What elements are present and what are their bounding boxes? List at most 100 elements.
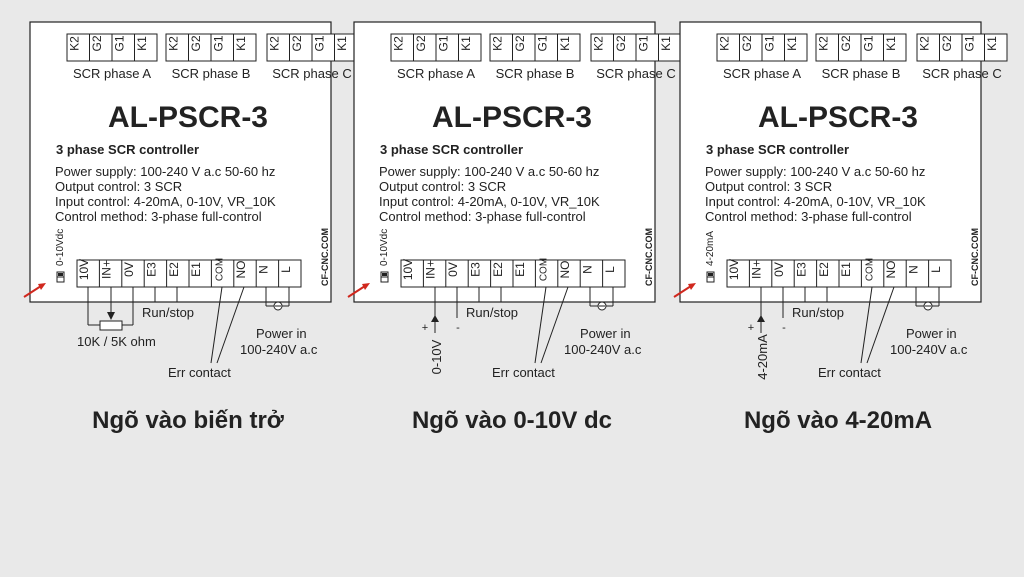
scr-phase-label: SCR phase C	[596, 66, 675, 81]
scr-terminal-label: K1	[785, 36, 799, 51]
controller-subtitle: 3 phase SCR controller	[706, 142, 849, 157]
signal-source-label: 4-20mA	[755, 334, 770, 380]
scr-phase-label: SCR phase B	[172, 66, 251, 81]
arrow-head	[38, 283, 46, 290]
arrow-shaft	[673, 285, 692, 298]
jumper-cap-icon	[382, 273, 387, 276]
wire	[860, 286, 873, 364]
scr-terminal-label: G1	[762, 35, 776, 51]
signal-arrow-icon	[757, 315, 765, 322]
err-contact-label: Err contact	[492, 365, 555, 380]
spec-line: Output control: 3 SCR	[379, 179, 506, 194]
input-wiring: + -0-10V	[422, 287, 460, 374]
spec-line: Power supply: 100-240 V a.c 50-60 hz	[379, 164, 599, 179]
potentiometer-icon	[99, 320, 123, 331]
scr-terminal-label: G1	[112, 35, 126, 51]
input-terminal-label: L	[279, 266, 293, 273]
spec-line: Control method: 3-phase full-control	[705, 209, 912, 224]
err-contact-wiring: Err contact	[168, 286, 245, 380]
err-contact-wiring: Err contact	[818, 286, 895, 380]
wire	[210, 286, 223, 364]
scr-terminal-label: K2	[166, 36, 180, 51]
arrow-shaft	[347, 285, 366, 298]
scr-terminal-label: G1	[962, 35, 976, 51]
input-terminal-label: NO	[884, 261, 898, 279]
scr-terminal-label: K1	[459, 36, 473, 51]
arrow-shaft	[23, 285, 42, 298]
input-terminal-label: 10V	[77, 259, 91, 280]
input-terminal-label: 0V	[446, 262, 460, 277]
input-terminal-label: NO	[234, 261, 248, 279]
run-stop-label: Run/stop	[142, 305, 194, 320]
plus-polarity-label: +	[748, 322, 754, 334]
scr-terminal-label: K2	[717, 36, 731, 51]
scr-phase-label: SCR phase B	[822, 66, 901, 81]
scr-terminal-label: K1	[558, 36, 572, 51]
jumper-mode-label: 0-10Vdc	[55, 229, 66, 266]
jumper-cap-icon	[708, 273, 713, 276]
controller-box	[679, 21, 982, 303]
signal-source-label: 0-10V	[429, 339, 444, 374]
model-title: AL-PSCR-3	[108, 101, 268, 134]
wire	[866, 286, 895, 364]
power-voltage-label: 100-240V a.c	[890, 342, 968, 357]
scr-terminal-label: K2	[67, 36, 81, 51]
run-stop-label: Run/stop	[792, 305, 844, 320]
power-in-label: Power in	[580, 326, 631, 341]
input-terminal-label: E1	[189, 262, 203, 277]
input-terminal-label: 0V	[772, 262, 786, 277]
power-voltage-label: 100-240V a.c	[240, 342, 318, 357]
brand-label: CF-CNC.COM	[320, 228, 330, 286]
scr-terminal-label: G2	[839, 35, 853, 51]
scr-phase-label: SCR phase A	[397, 66, 475, 81]
spec-line: Input control: 4-20mA, 0-10V, VR_10K	[705, 194, 926, 209]
scr-terminal-label: G2	[414, 35, 428, 51]
scr-terminal-label: K2	[917, 36, 931, 51]
arrow-head	[688, 283, 696, 290]
minus-polarity-label: -	[456, 322, 460, 334]
scr-terminal-label: G1	[436, 35, 450, 51]
input-terminal-label: E2	[167, 262, 181, 277]
jumper-pointer-arrow-icon	[673, 283, 696, 298]
jumper-mode-label: 0-10Vdc	[379, 229, 390, 266]
input-wiring: + -4-20mA	[748, 287, 786, 380]
input-terminal-label: 10V	[727, 259, 741, 280]
scr-terminal-label: K1	[884, 36, 898, 51]
scr-terminal-label: G1	[861, 35, 875, 51]
run-stop-label: Run/stop	[466, 305, 518, 320]
model-title: AL-PSCR-3	[758, 101, 918, 134]
input-terminal-label: L	[603, 266, 617, 273]
spec-line: Control method: 3-phase full-control	[55, 209, 262, 224]
scr-terminal-label: G2	[740, 35, 754, 51]
spec-line: Input control: 4-20mA, 0-10V, VR_10K	[55, 194, 276, 209]
input-terminal-label: 10V	[401, 259, 415, 280]
scr-terminal-label: G1	[312, 35, 326, 51]
input-terminal-label: COM	[539, 258, 550, 281]
scr-terminal-label: G1	[535, 35, 549, 51]
scr-terminal-label: G2	[614, 35, 628, 51]
plus-polarity-label: +	[422, 322, 428, 334]
input-terminal-label: IN+	[424, 260, 438, 279]
minus-polarity-label: -	[782, 322, 786, 334]
input-terminal-label: L	[929, 266, 943, 273]
brand-label: CF-CNC.COM	[644, 228, 654, 286]
input-terminal-label: E2	[491, 262, 505, 277]
run-stop-wiring: Run/stop	[466, 287, 518, 320]
scr-terminal-label: K2	[391, 36, 405, 51]
scr-phase-label: SCR phase A	[73, 66, 151, 81]
spec-line: Power supply: 100-240 V a.c 50-60 hz	[55, 164, 275, 179]
wire	[540, 286, 569, 364]
